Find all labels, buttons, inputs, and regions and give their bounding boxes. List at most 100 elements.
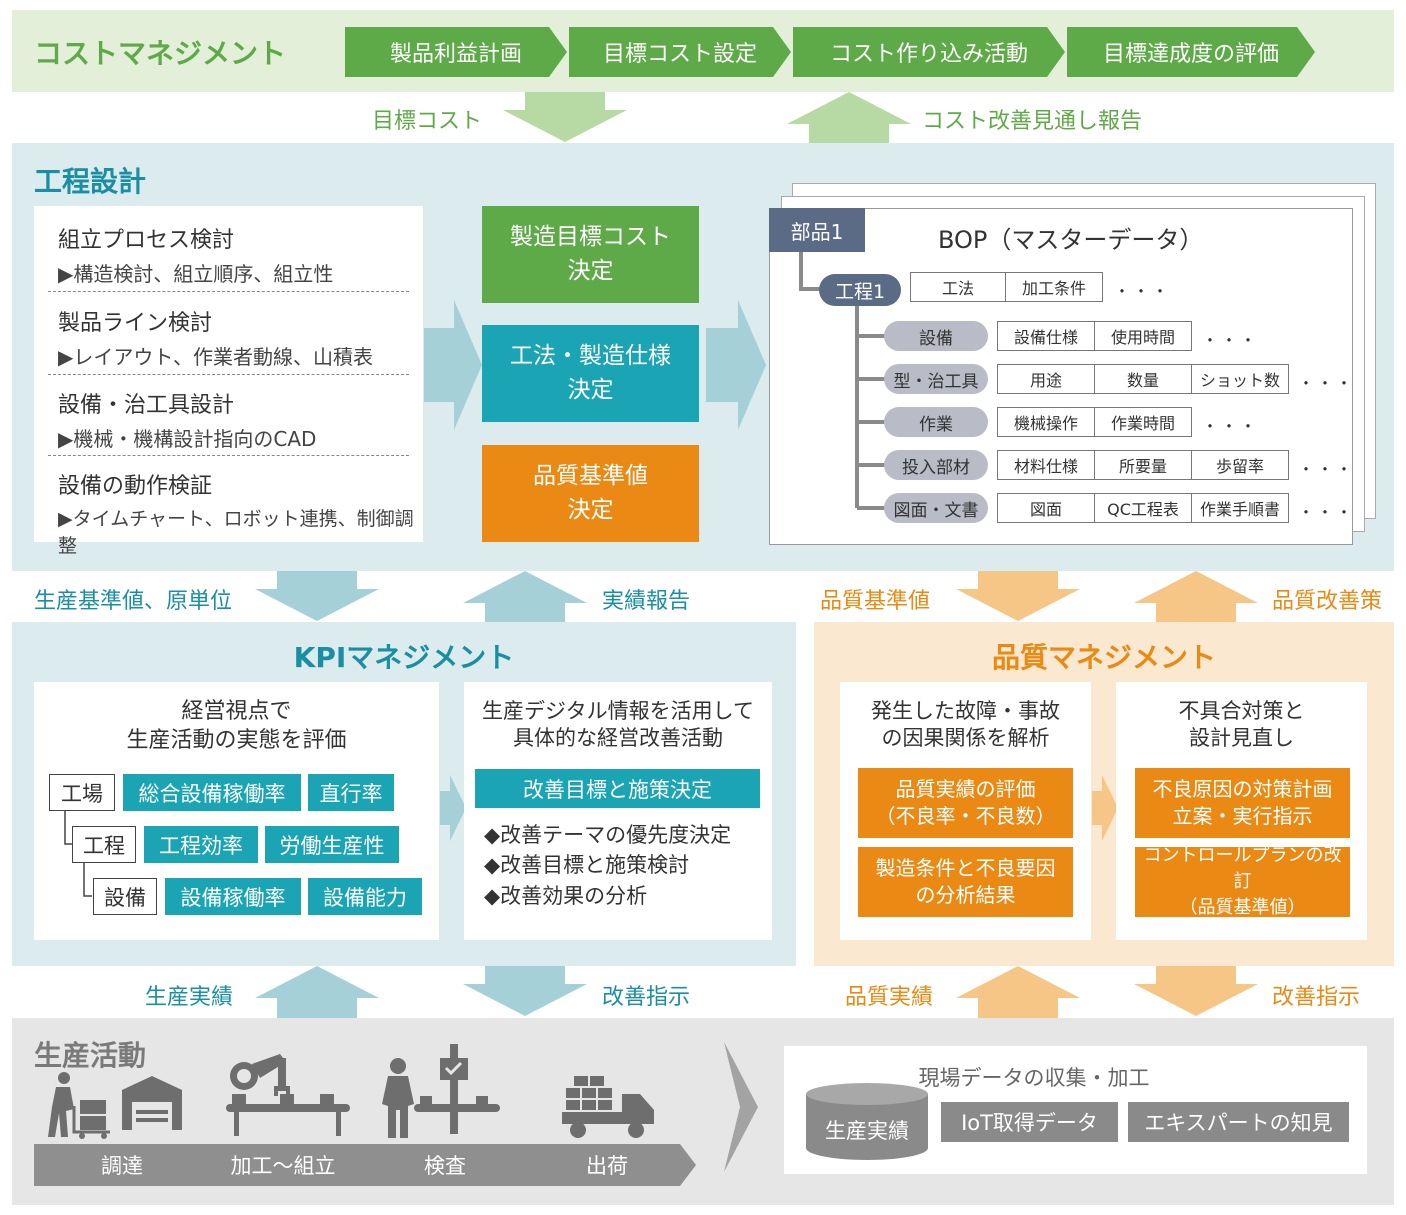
database-label: 生産実績 [825,1119,909,1143]
production-step-procurement: 調達 [34,1144,210,1186]
quality-right-heading: 不具合対策と 設計見直し [1178,699,1305,751]
kpi-instruction-label: 改善指示 [602,985,691,1010]
right-arrow-icon [724,1042,758,1172]
quality-instruction-label: 改善指示 [1272,985,1361,1010]
quality-left-heading: 発生した故障・事故 の因果関係を解析 [871,699,1060,751]
field-data-title: 現場データの収集・加工 [918,1066,1150,1090]
production-step-shipping: 出荷 [518,1144,696,1186]
bop-cell: 所要量 [1094,450,1192,480]
bop-row-label: 図面・文書 [884,493,988,523]
bop-cell: 材料仕様 [997,450,1095,480]
cost-improvement-label: コスト改善見通し報告 [922,109,1143,134]
bop-process-label: 工程1 [819,274,901,306]
up-arrow-icon [787,92,911,144]
bullet-item: ◆改善テーマの優先度決定 [484,823,732,847]
improvement-bullets: ◆改善テーマの優先度決定 ◆改善目標と施策検討 ◆改善効果の分析 [484,820,731,911]
bop-cell: 数量 [1094,364,1192,394]
quality-management-title: 品質マネジメント [991,641,1216,674]
kpi-metric: 労働生産性 [265,826,399,863]
up-arrow-icon [956,966,1080,1018]
divider [48,374,409,375]
bop-row-label: 投入部材 [884,450,988,480]
kpi-metric: 直行率 [308,774,394,811]
quality-up-label: 品質改善策 [1272,589,1383,614]
up-arrow-icon [255,966,379,1018]
process-item: 組立プロセス検討 ▶構造検討、組立順序、組立性 [58,228,334,286]
divider [48,455,409,456]
cost-step-2: 目標コスト設定 [569,27,791,77]
right-arrow-icon [1092,775,1118,841]
process-item: 製品ライン検討 ▶レイアウト、作業者動線、山積表 [58,311,373,369]
bop-cell: 図面 [997,493,1095,523]
ellipsis: ・・・ [1114,282,1172,301]
bop-cell: ショット数 [1191,364,1289,394]
process-design-list: 組立プロセス検討 ▶構造検討、組立順序、組立性 製品ライン検討 ▶レイアウト、作… [34,206,423,557]
production-step-inspection: 検査 [356,1144,534,1186]
target-cost-decision: 製造目標コスト 決定 [482,206,699,303]
quality-result-label: 品質実績 [845,985,934,1010]
level-equipment: 設備 [93,878,157,915]
bop-cell: 機械操作 [997,407,1095,437]
delivery-truck-icon [562,1076,654,1138]
bop-row-label: 作業 [884,407,988,437]
kpi-metric: 工程効率 [144,826,258,863]
quality-result-box: 品質実績の評価 （不良率・不良数） [858,768,1073,838]
quality-down-label: 品質基準値 [820,589,931,614]
bop-cell: QC工程表 [1094,493,1192,523]
countermeasure-box: 不良原因の対策計画 立案・実行指示 [1135,768,1350,838]
bop-process-cell: 加工条件 [1005,272,1103,302]
right-arrow-icon [424,300,482,430]
kpi-metric: 総合設備稼働率 [123,774,301,811]
up-arrow-icon [463,571,587,623]
level-process: 工程 [72,826,136,863]
bop-cell: 使用時間 [1094,321,1192,351]
bop-cell: 用途 [997,364,1095,394]
bop-cell: 作業手順書 [1191,493,1289,523]
process-item: 設備の動作検証 ▶タイムチャート、ロボット連携、制御調整 [58,474,414,557]
level-factory: 工場 [49,774,115,811]
cost-step-3: コスト作り込み活動 [793,27,1065,77]
kpi-down-label: 生産基準値、原単位 [34,589,233,614]
ellipsis: ・・・ [1202,417,1260,436]
bop-title: BOP（マスターデータ） [938,226,1204,254]
method-spec-decision: 工法・製造仕様 決定 [482,325,699,422]
kpi-management-title: KPIマネジメント [293,641,515,674]
cost-step-1: 製品利益計画 [345,27,567,77]
bop-tree-lines [799,252,887,510]
kpi-left-heading: 経営視点で 生産活動の実態を評価 [126,699,347,753]
process-item: 設備・治工具設計 ▶機械・機構設計指向のCAD [58,393,317,451]
down-arrow-icon [255,571,379,621]
robot-arm-icon [226,1054,350,1136]
ellipsis: ・・・ [1202,331,1260,350]
bop-cell: 設備仕様 [997,321,1095,351]
down-arrow-icon [1134,966,1258,1016]
bop-cell: 歩留率 [1191,450,1289,480]
down-arrow-icon [503,92,627,142]
kpi-up-label: 実績報告 [602,589,691,614]
right-arrow-icon [706,300,766,430]
kpi-metric: 設備能力 [308,878,422,915]
bullet-item: ◆改善効果の分析 [484,883,648,908]
kpi-metric: 設備稼働率 [165,878,301,915]
bop-part-label: 部品1 [769,208,865,252]
up-arrow-icon [1134,571,1258,623]
target-cost-label: 目標コスト [372,109,483,134]
production-result-label: 生産実績 [145,985,234,1010]
process-design-title: 工程設計 [34,165,147,198]
bop-row-label: 設備 [884,321,988,351]
bop-cell: 作業時間 [1094,407,1192,437]
database-icon [806,1083,928,1160]
divider [48,291,409,292]
down-arrow-icon [956,571,1080,621]
bop-process-cell: 工法 [910,272,1006,302]
bop-row-label: 型・治工具 [884,364,988,394]
control-plan-box: コントロールプランの改訂 （品質基準値） [1135,845,1350,918]
cost-step-4: 目標達成度の評価 [1067,27,1315,77]
right-arrow-icon [440,775,466,841]
procurement-icon [48,1072,182,1139]
cost-management-title: コストマネジメント [34,37,287,70]
ellipsis: ・・・ [1298,374,1356,393]
improvement-banner: 改善目標と施策決定 [475,769,760,808]
kpi-improvement-panel [464,682,772,940]
production-title: 生産活動 [34,1039,147,1072]
